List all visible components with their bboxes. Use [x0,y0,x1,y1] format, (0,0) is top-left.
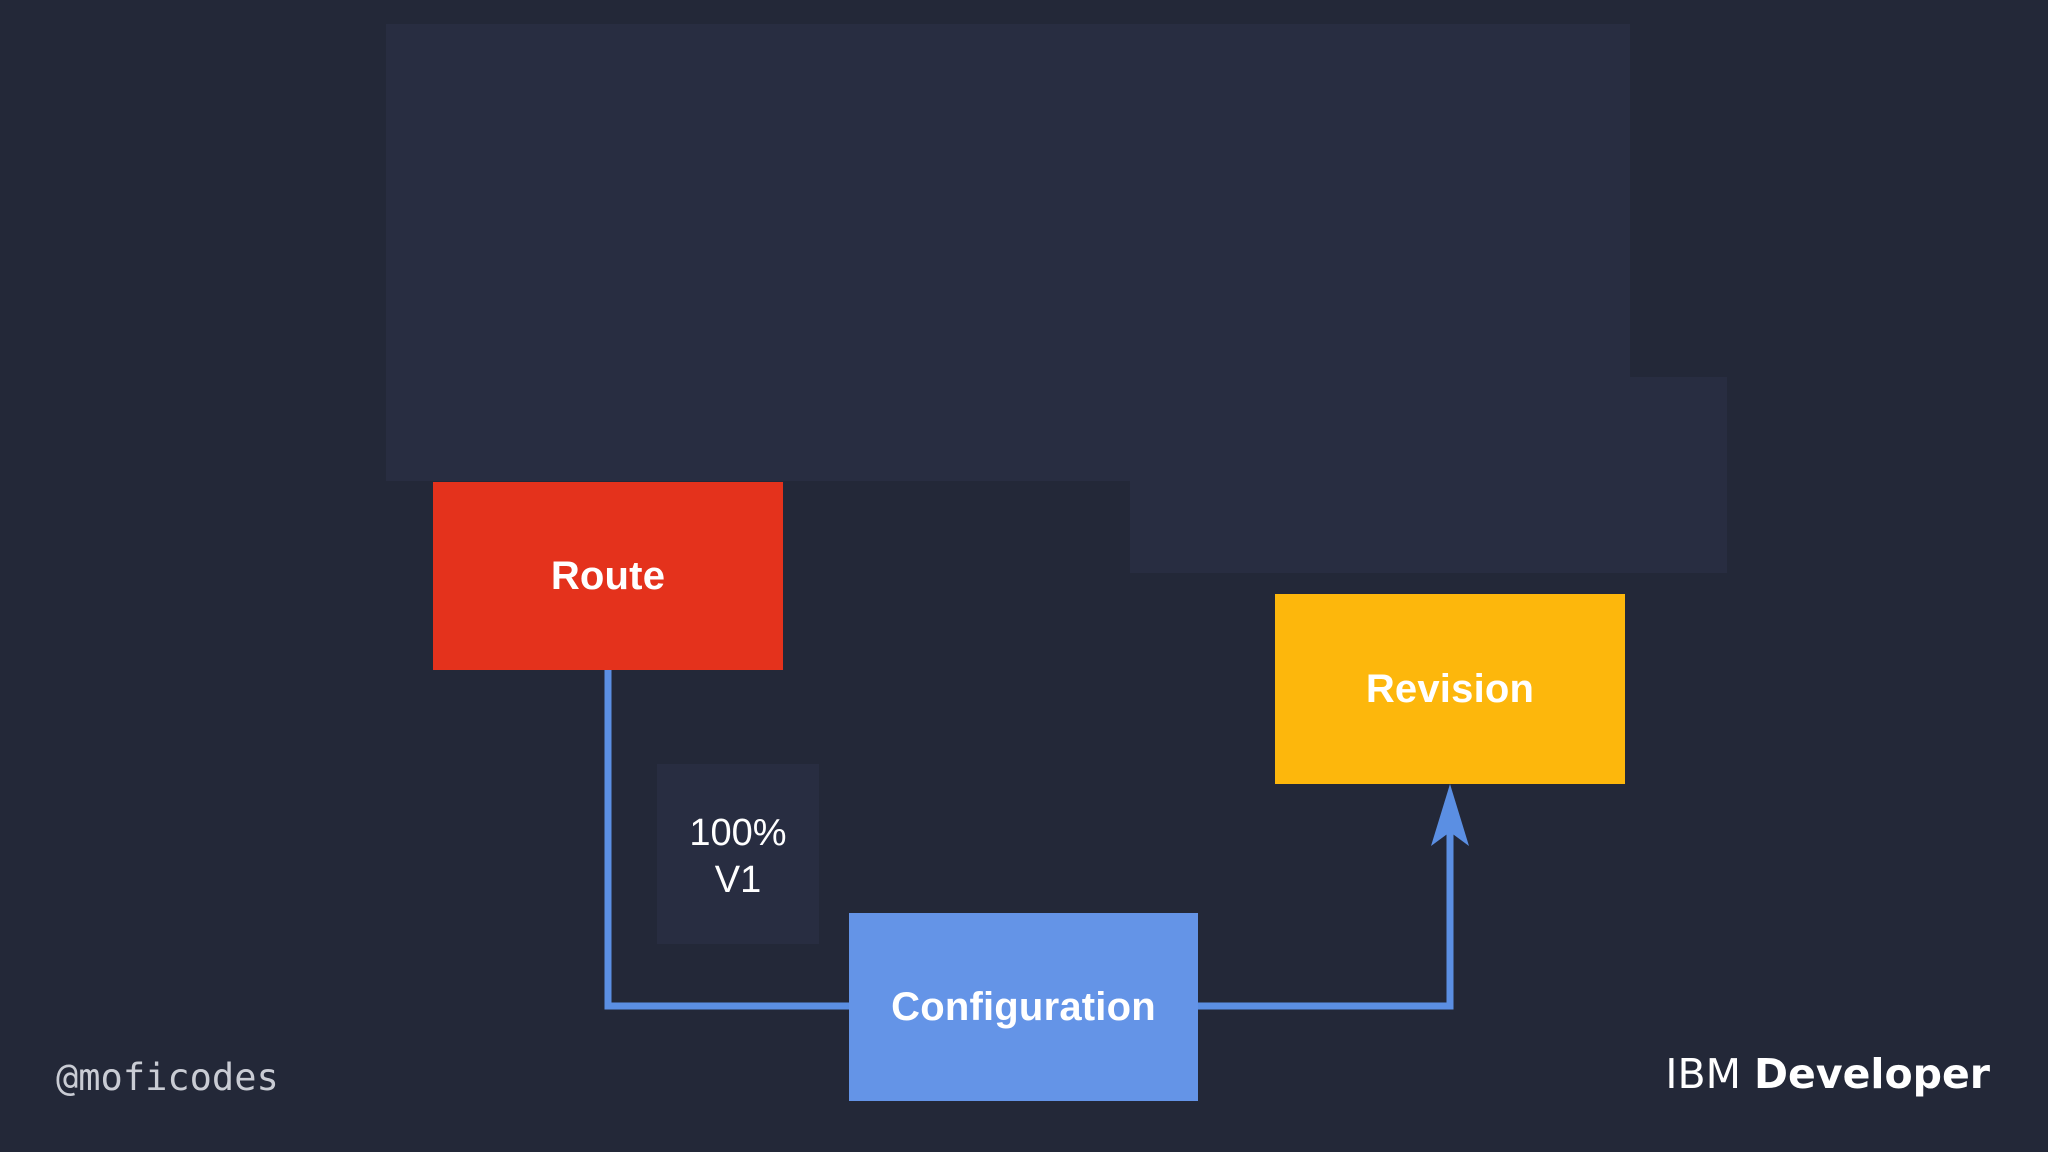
route-node-label: Route [550,553,666,598]
traffic-label-panel [657,764,819,944]
traffic-version: V1 [714,859,762,901]
traffic-split-label: 100% V1 [657,810,819,904]
presenter-handle: @moficodes [56,1056,279,1099]
configuration-to-revision-connector [1198,826,1454,1010]
brand-developer: Developer [1754,1050,1990,1098]
traffic-percent: 100% [689,812,787,854]
route-node: Route [433,482,783,670]
brand-ibm: IBM [1665,1050,1741,1098]
configuration-node: Configuration [849,913,1198,1101]
revision-node-label: Revision [1365,666,1535,711]
ibm-developer-logo: IBM Developer [1665,1050,1990,1098]
background-panel-right [1130,377,1727,573]
route-to-configuration-connector [604,670,849,1010]
configuration-node-label: Configuration [891,984,1156,1029]
revision-arrowhead-icon [1431,784,1469,846]
revision-node: Revision [1275,594,1625,784]
